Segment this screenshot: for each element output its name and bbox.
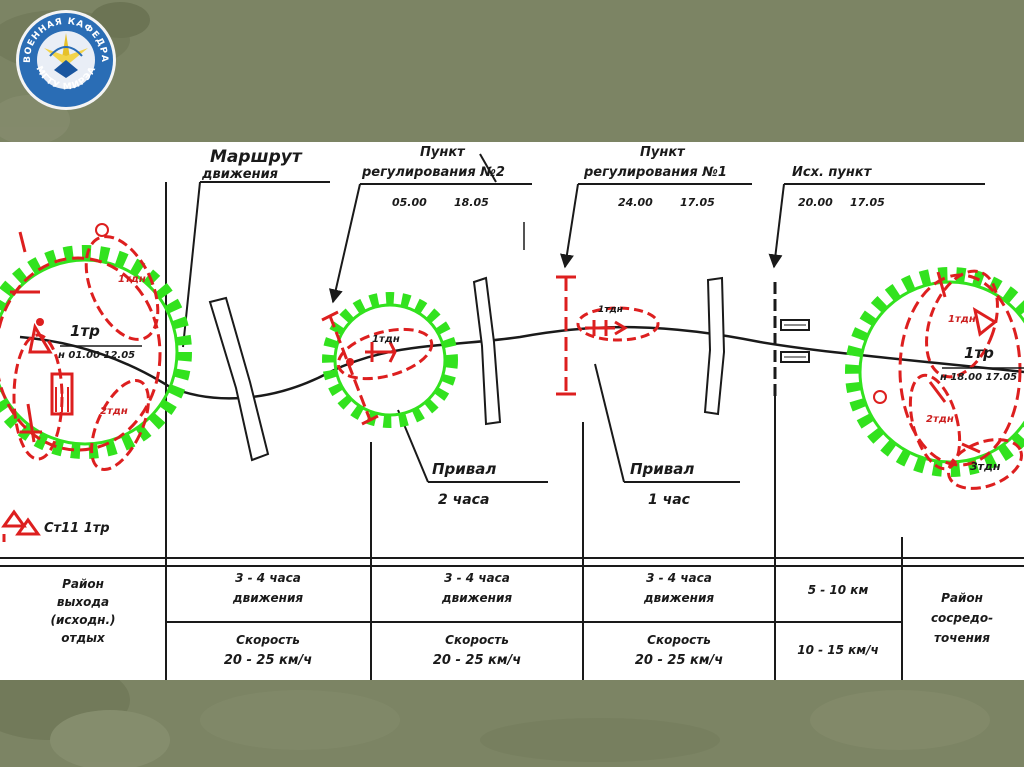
left-unit-1tp: 1тр <box>70 322 100 340</box>
table-col5: 5 - 10 км 10 - 15 км/ч <box>797 583 879 657</box>
col6-line0: Район <box>941 591 983 605</box>
col4-top0: 3 - 4 часа <box>646 571 712 585</box>
col3-bot1: 20 - 25 км/ч <box>433 653 521 668</box>
left-assembly-zone <box>0 223 192 471</box>
col2-top1: движения <box>232 591 303 605</box>
left-unit-1tdn: 1тдн <box>118 274 146 285</box>
left-unit-time: н 01.00 12.05 <box>58 350 135 361</box>
post2-time2: 18.05 <box>454 196 489 209</box>
table-col6: Район сосредо- точения <box>931 591 993 645</box>
road-segments <box>208 276 726 462</box>
tech-point-marker <box>773 282 810 397</box>
post2-line2: регулирования №2 <box>361 165 505 180</box>
department-logo: ВОЕННАЯ КАФЕДРА МГТУ МИРЭА <box>16 10 116 110</box>
middle-unit-1tdn: 1тдн <box>372 334 400 345</box>
right-unit-1tdn: 1тдн <box>948 314 976 325</box>
tech-post-time2: 17.05 <box>850 196 885 209</box>
col2-bot1: 20 - 25 км/ч <box>224 653 312 668</box>
col1-line3: отдых <box>61 631 106 645</box>
route-label-line1: Маршрут <box>210 147 303 167</box>
post1-time2: 17.05 <box>680 196 715 209</box>
left-unit-bottom: Ст11 1тр <box>44 521 110 536</box>
post1-line1: Пункт <box>640 145 686 160</box>
table-grid <box>0 557 1024 623</box>
halt1-line2: 1 час <box>648 492 691 508</box>
table-col2: 3 - 4 часа движения Скорость 20 - 25 км/… <box>224 571 312 668</box>
halt2-line2: 2 часа <box>438 492 489 508</box>
tech-post-line1: Исх. пункт <box>792 165 873 180</box>
post1-line2: регулирования №1 <box>583 165 727 180</box>
middle-halt-zone <box>321 292 458 428</box>
col5-top: 5 - 10 км <box>808 583 869 597</box>
table-col4: 3 - 4 часа движения Скорость 20 - 25 км/… <box>635 571 723 668</box>
column-dividers <box>165 182 903 680</box>
table-col3: 3 - 4 часа движения Скорость 20 - 25 км/… <box>433 571 521 668</box>
right-concentration-zone <box>845 267 1024 490</box>
col6-line2: точения <box>934 631 990 645</box>
col2-top0: 3 - 4 часа <box>235 571 301 585</box>
post2-time1: 05.00 <box>392 196 427 209</box>
col1-line1: выхода <box>57 595 109 609</box>
col4-top1: движения <box>643 591 714 605</box>
col4-bot1: 20 - 25 км/ч <box>635 653 723 668</box>
left-bottom-symbols-icon <box>1 509 41 542</box>
post1-unit-label: 1тдн <box>598 305 623 315</box>
col1-line0: Район <box>62 577 104 591</box>
logo-emblem-icon <box>44 33 88 78</box>
halt2-line1: Привал <box>432 460 496 478</box>
post1-time1: 24.00 <box>618 196 653 209</box>
halt1-line1: Привал <box>630 460 694 478</box>
tech-post-time1: 20.00 <box>798 196 833 209</box>
col4-bot0: Скорость <box>647 633 711 647</box>
col6-line1: сосредо- <box>931 611 993 625</box>
col2-bot0: Скорость <box>236 633 300 647</box>
right-unit-1tp: 1тр <box>964 344 994 362</box>
table-col1: Район выхода (исходн.) отдых <box>50 577 115 645</box>
left-unit-2tdn: 2тдн <box>100 406 128 417</box>
regulation-post-1-marker <box>556 275 576 396</box>
post1-unit <box>576 306 660 342</box>
col1-line2: (исходн.) <box>50 613 115 627</box>
right-unit-3tdn: 3тдн <box>970 460 1001 473</box>
col3-top0: 3 - 4 часа <box>444 571 510 585</box>
march-route-diagram: Маршрут движения Пункт регулирования №2 … <box>0 142 1024 680</box>
col5-bottom: 10 - 15 км/ч <box>797 643 879 657</box>
col3-top1: движения <box>441 591 512 605</box>
route-label-line2: движения <box>201 167 278 182</box>
col3-bot0: Скорость <box>445 633 509 647</box>
right-unit-time: н 18.00 17.05 <box>940 372 1017 383</box>
post2-line1: Пункт <box>420 145 466 160</box>
right-unit-2tdn: 2тдн <box>926 414 954 425</box>
